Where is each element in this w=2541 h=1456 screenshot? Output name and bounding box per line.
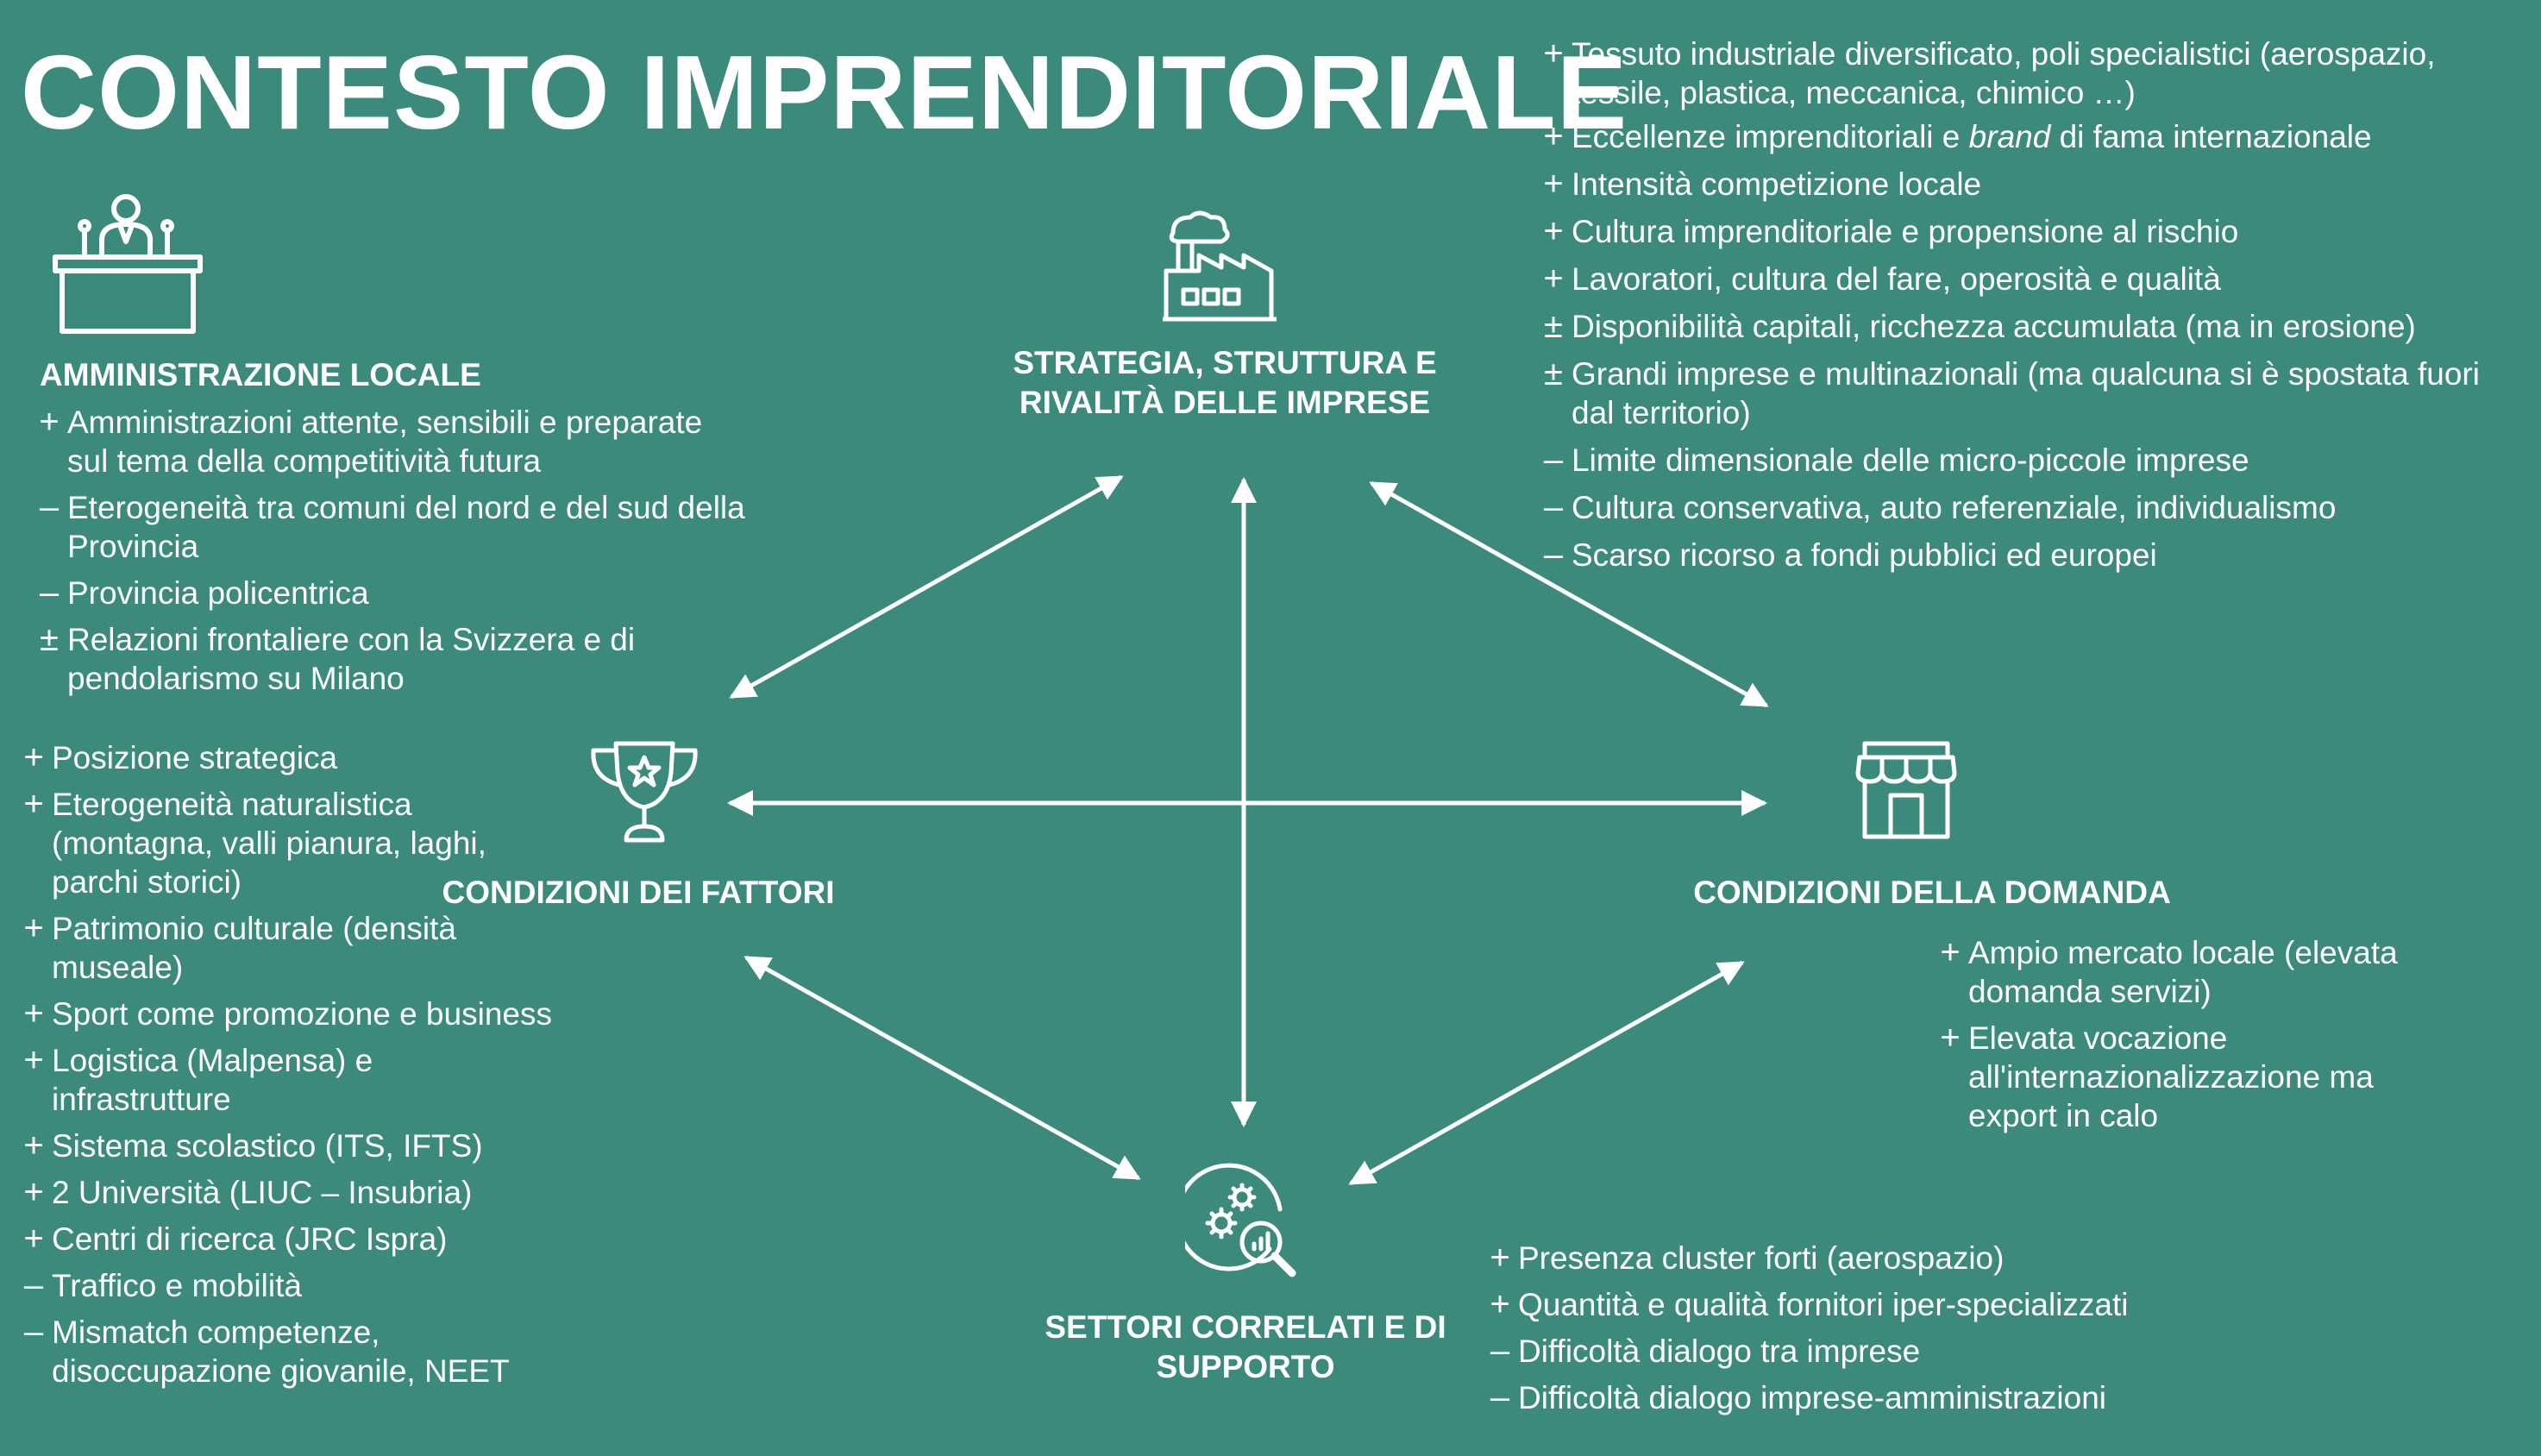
heading-condizioni-domanda: CONDIZIONI DELLA DOMANDA — [1693, 875, 2171, 910]
list-item: –Mismatch competenze, disoccupazione gio… — [23, 1313, 510, 1389]
list-item: +Cultura imprenditoriale e propensione a… — [1543, 212, 2239, 250]
heading-settori-correlati: SETTORI CORRELATI E DI SUPPORTO — [1045, 1309, 1446, 1384]
list-item: +Quantità e qualità fornitori iper-speci… — [1490, 1285, 2129, 1323]
list-item: –Traffico e mobilità — [23, 1266, 302, 1304]
arrow-domanda-settori — [1348, 960, 1745, 1186]
list-item: +Ampio mercato locale (elevata domanda s… — [1940, 933, 2398, 1009]
list-item: –Difficoltà dialogo tra imprese — [1490, 1332, 1921, 1370]
heading-strategia: STRATEGIA, STRUTTURA E RIVALITÀ DELLE IM… — [1013, 345, 1437, 420]
list-item: +Tessuto industriale diversificato, poli… — [1543, 35, 2436, 110]
arrow-strategia-domanda — [1369, 480, 1769, 708]
list-item: ±Disponibilità capitali, ricchezza accum… — [1544, 307, 2416, 345]
list-item: +Intensità competizione locale — [1543, 165, 1982, 203]
shop-icon — [1853, 738, 1960, 846]
factory-icon — [1161, 210, 1278, 330]
list-settori-correlati: +Presenza cluster forti (aerospazio) +Qu… — [1485, 1239, 2262, 1425]
list-item: +Amministrazioni attente, sensibili e pr… — [39, 403, 703, 479]
page-title: CONTESTO IMPRENDITORIALE — [21, 34, 1628, 151]
list-item: –Difficoltà dialogo imprese-amministrazi… — [1490, 1378, 2107, 1416]
list-item: ±Grandi imprese e multinazionali (ma qua… — [1544, 355, 2480, 430]
list-item: +Sport come promozione e business — [23, 995, 552, 1032]
list-item: +Centri di ricerca (JRC Ispra) — [23, 1220, 448, 1258]
list-item: +Lavoratori, cultura del fare, operosità… — [1543, 260, 2221, 298]
list-item: +Posizione strategica — [23, 738, 338, 776]
list-item: +Eccellenze imprenditoriali e brand di f… — [1543, 117, 2372, 155]
gears-analytics-icon — [1175, 1163, 1311, 1284]
list-item: –Scarso ricorso a fondi pubblici ed euro… — [1543, 536, 2157, 574]
list-amministrazione-locale: +Amministrazioni attente, sensibili e pr… — [35, 403, 750, 706]
list-item: –Cultura conservativa, auto referenziale… — [1543, 488, 2337, 526]
list-item: ±Relazioni frontaliere con la Svizzera e… — [40, 620, 636, 696]
arrow-strategia-fattori — [729, 474, 1124, 700]
trophy-icon — [588, 738, 700, 850]
heading-amministrazione-locale: AMMINISTRAZIONE LOCALE — [40, 357, 481, 392]
list-strategia: +Tessuto industriale diversificato, poli… — [1539, 35, 2522, 583]
list-item: +Logistica (Malpensa) e infrastrutture — [23, 1041, 373, 1117]
list-item: –Eterogeneità tra comuni del nord e del … — [39, 488, 745, 564]
list-item: +Eterogeneità naturalistica (montagna, v… — [23, 785, 486, 900]
podium-speaker-icon — [50, 190, 205, 341]
list-item: +Elevata vocazione all'internazionalizza… — [1940, 1019, 2374, 1133]
list-item: +Sistema scolastico (ITS, IFTS) — [23, 1127, 483, 1164]
list-item: –Limite dimensionale delle micro-piccole… — [1543, 441, 2249, 479]
list-item: +Presenza cluster forti (aerospazio) — [1490, 1239, 2005, 1277]
heading-condizioni-fattori: CONDIZIONI DEI FATTORI — [442, 875, 835, 910]
arrow-fattori-settori — [743, 955, 1141, 1181]
list-condizioni-fattori: +Posizione strategica +Eterogeneità natu… — [19, 738, 554, 1398]
list-item: +2 Università (LIUC – Insubria) — [23, 1173, 473, 1211]
list-item: +Patrimonio culturale (densità museale) — [23, 909, 456, 985]
list-item: –Provincia policentrica — [39, 574, 369, 612]
list-condizioni-domanda: +Ampio mercato locale (elevata domanda s… — [1936, 933, 2453, 1143]
